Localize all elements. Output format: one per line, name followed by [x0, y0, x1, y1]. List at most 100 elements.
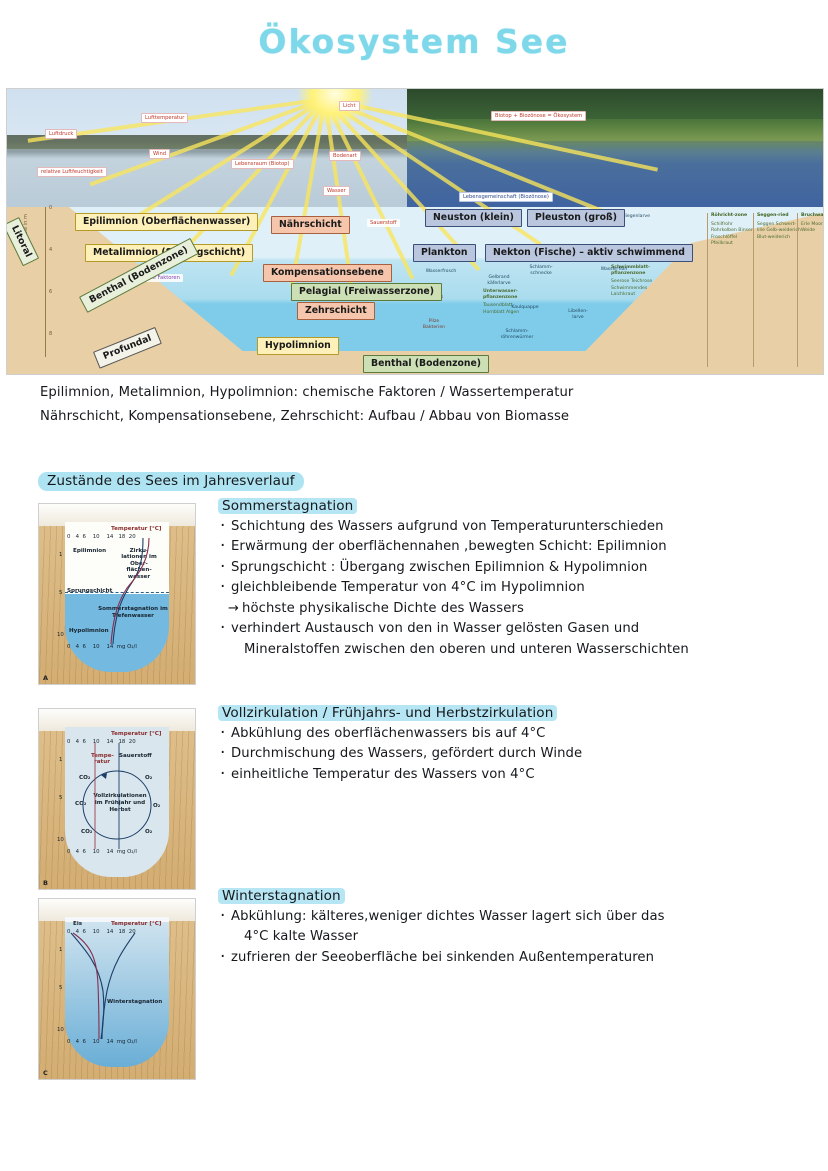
figure-c-letter: C: [43, 1069, 48, 1077]
figure-a-letter: A: [43, 674, 49, 682]
figure-a-depth-10: 10: [57, 632, 64, 638]
organism-gelbrandkaeferlarve: Gelbrand käferlarve: [487, 275, 511, 286]
figure-hypolimnion-layer: [65, 594, 169, 672]
sun-icon: [299, 89, 371, 125]
figure-b-depth-5: 5: [59, 795, 63, 801]
vegzone-plants: Seggen Schwert-lilie Gelb-weiderich Blut…: [757, 222, 801, 240]
section-heading-vollzirkulation: Vollzirkulation / Frühjahrs- und Herbstz…: [218, 705, 558, 721]
callout-zehrschicht[interactable]: Zehrschicht: [297, 302, 375, 321]
figure-b-label-vollzirkulationen: Vollzirkulationen im Frühjahr und Herbst: [93, 793, 147, 813]
bullet-item: Abkühlung: kälteres,weniger dichtes Wass…: [218, 905, 665, 928]
figure-a-label-zirkulationen: Zirku- lationen im Ober- flächen- wasser: [121, 548, 157, 580]
figure-c-depth-10: 10: [57, 1027, 64, 1033]
figure-c-bottom-ticks: 0 4 6 10 14 mg O₂/l: [67, 1039, 137, 1045]
organism-libellenlarve: Libellen-larve: [568, 309, 588, 320]
figure-c-depth-5: 5: [59, 985, 63, 991]
bullet-item: Sprungschicht : Übergang zwischen Epilim…: [218, 556, 689, 579]
section-sommerstagnation: Sommerstagnation Schichtung des Wassers …: [218, 498, 689, 661]
depth-tick-0: 0: [49, 205, 53, 211]
figure-a-axis-top-label: Temperatur [°C]: [111, 526, 162, 532]
organism-kaulquappe: Kaulquappe: [511, 305, 539, 310]
intro-note-line-1: Epilimnion, Metalimnion, Hypolimnion: ch…: [40, 385, 574, 400]
figure-c-curves: [70, 932, 136, 1040]
callout-naehrschicht[interactable]: Nährschicht: [271, 216, 350, 235]
figure-bank: [39, 899, 195, 921]
figure-b-label-o2-2: O₂: [153, 803, 161, 809]
depth-tick-6: 6: [49, 289, 53, 295]
figure-a-depth-1: 1: [59, 552, 63, 558]
organism-pilze-bakterien: Pilze Bakterien: [422, 319, 446, 330]
callout-plankton[interactable]: Plankton: [413, 244, 476, 263]
callout-neuston[interactable]: Neuston (klein): [425, 209, 522, 228]
figure-b-bottom-ticks: 0 4 6 10 14 mg O₂/l: [67, 849, 137, 855]
bullet-item: verhindert Austausch von den in Wasser g…: [218, 617, 689, 640]
label-biotop-gleichung: Biotop + Biozönose = Ökosystem: [491, 111, 587, 121]
depth-tick-8: 8: [49, 331, 53, 337]
figure-winterstagnation: Temperatur [°C] Eis 0 4 6 10 14 18 20 0 …: [38, 898, 196, 1080]
figure-b-depth-1: 1: [59, 757, 63, 763]
figure-a-top-ticks: 0 4 6 10 14 18 20: [67, 534, 136, 540]
figure-epilimnion-layer: [65, 522, 169, 594]
organism-schlammschnecke: Schlamm-schnecke: [529, 265, 553, 276]
section-winterstagnation: Winterstagnation Abkühlung: kälteres,wen…: [218, 888, 665, 969]
callout-epilimnion[interactable]: Epilimnion (Oberflächenwasser): [75, 213, 259, 232]
figure-b-axis-top-label: Temperatur [°C]: [111, 731, 162, 737]
section-heading-winterstagnation: Winterstagnation: [218, 888, 345, 904]
page-title: Ökosystem See: [258, 22, 570, 61]
callout-pleuston[interactable]: Pleuston (groß): [527, 209, 625, 228]
label-wind: Wind: [149, 149, 171, 159]
figure-b-label-o2-3: O₂: [145, 829, 153, 835]
callout-pelagial[interactable]: Pelagial (Freiwasserzone): [291, 283, 442, 302]
label-bodenart: Bodenart: [329, 151, 361, 161]
section-heading-sommerstagnation: Sommerstagnation: [218, 498, 358, 514]
vegzone-title: Unterwasser-pflanzenzone: [483, 289, 518, 301]
organism-schlammroehrenwuermer: Schlamm-röhrenwürmer: [500, 329, 534, 340]
section-heading: Zustände des Sees im Jahresverlauf: [38, 472, 304, 491]
vegzone-roehricht: Röhricht-zone Schilfrohr Rohrkolben Bins…: [707, 213, 755, 367]
callout-nekton[interactable]: Nekton (Fische) – aktiv schwimmend: [485, 244, 693, 263]
figure-water-body: [65, 921, 169, 1067]
section-heading-wrapper: Zustände des Sees im Jahresverlauf: [38, 470, 304, 491]
figure-b-depth-10: 10: [57, 837, 64, 843]
figure-a-label-sommerstagnation: Sommerstagnation im Tiefenwasser: [98, 606, 168, 619]
figure-thermocline-line: [65, 592, 169, 594]
vegzone-title: Seggen-ried: [757, 213, 789, 218]
figure-b-label-co2-1: CO₂: [79, 775, 91, 781]
vegzone-plants: Tausendblatt Hornblatt Algen: [483, 303, 520, 315]
figure-ice-layer: [65, 917, 169, 922]
label-biozoenose: Lebensgemeinschaft (Biozönose): [459, 192, 553, 202]
figure-b-label-sauerstoff: Sauerstoff: [119, 753, 152, 759]
figure-b-letter: B: [43, 879, 48, 887]
figure-c-top-ticks: 0 4 6 10 14 18 20: [67, 929, 136, 935]
depth-axis: [45, 207, 46, 357]
bullet-item-arrow: höchste physikalische Dichte des Wassers: [218, 600, 689, 618]
organism-koecherfliegenlarve: Köcherfliegenlarve: [607, 214, 650, 219]
label-luftdruck: Luftdruck: [45, 129, 78, 139]
vegzone-unterwasserpflanzen: Unterwasser-pflanzenzone Tausendblatt Ho…: [483, 289, 527, 316]
label-lebensraum: Lebensraum (Biotop): [231, 159, 294, 169]
organism-wasserfrosch: Wasserfrosch: [425, 269, 457, 274]
label-lufttemperatur: Lufttemperatur: [141, 113, 189, 123]
figure-vollzirkulation: Temperatur [°C] 0 4 6 10 14 18 20 0 4 6 …: [38, 708, 196, 890]
figure-a-bottom-ticks: 0 4 6 10 14 mg O₂/l: [67, 644, 137, 650]
figure-water-body: [65, 727, 169, 877]
figure-b-label-o2-1: O₂: [145, 775, 153, 781]
vegzone-plants: Schilfrohr Rohrkolben Binsen Froschlöffe…: [711, 222, 754, 246]
figure-a-curves: [110, 537, 150, 645]
figure-c-label-eis: Eis: [73, 921, 83, 927]
label-licht: Licht: [339, 101, 360, 111]
bullet-item: gleichbleibende Temperatur von 4°C im Hy…: [218, 576, 689, 599]
bullet-item: Durchmischung des Wassers, gefördert dur…: [218, 742, 582, 765]
organism-wasserfloh: Wasser-floh: [600, 267, 628, 272]
figure-a-label-hypolimnion: Hypolimnion: [69, 628, 109, 634]
label-sauerstoff: Sauerstoff: [367, 219, 400, 227]
bullet-item: zufrieren der Seeoberfläche bei sinkende…: [218, 946, 665, 969]
label-luftfeuchtigkeit: relative Luftfeuchtigkeit: [37, 167, 107, 177]
callout-kompensationsebene[interactable]: Kompensationsebene: [263, 264, 392, 283]
figure-b-circulation-arrows: [82, 743, 152, 849]
callout-hypolimnion[interactable]: Hypolimnion: [257, 337, 339, 356]
figure-b-label-temperatur: Tempe- ratur: [91, 753, 114, 766]
callout-benthal-bottom[interactable]: Benthal (Bodenzone): [363, 355, 490, 374]
bullet-item: einheitliche Temperatur des Wassers von …: [218, 763, 582, 786]
